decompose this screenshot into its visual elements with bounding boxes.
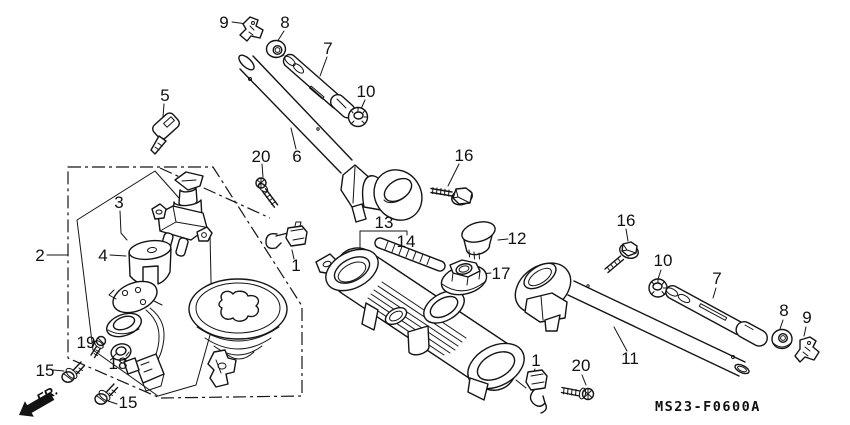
- callout-3: 3: [114, 193, 123, 212]
- stem-cap: [461, 221, 496, 260]
- right-handlebar-pipe: [514, 262, 750, 377]
- callout-9-left: 9: [219, 13, 228, 32]
- callout-11: 11: [621, 349, 639, 368]
- callout-13: 13: [375, 213, 394, 232]
- ignition-key: [150, 112, 180, 155]
- clip-18: [110, 343, 132, 361]
- callout-4: 4: [98, 246, 107, 265]
- wire-clamp-top: [239, 16, 264, 42]
- flange-bolt-left: [430, 187, 473, 206]
- diagram-code: MS23-F0600A: [655, 399, 761, 415]
- wire-clamp-1-right: [525, 369, 548, 414]
- dust-cover-dish: [188, 278, 288, 360]
- ignition-lock-assembly: [151, 171, 213, 257]
- bracket-under-dish: [207, 349, 237, 388]
- bridge-stem-post: [407, 325, 430, 356]
- switch-cover: [128, 239, 172, 285]
- callout-5: 5: [160, 86, 169, 105]
- end-weight-rod-right: [665, 285, 768, 347]
- callout-16-left: 16: [455, 146, 474, 165]
- switch-contact-base: [108, 280, 163, 314]
- callout-8-right: 8: [779, 301, 788, 320]
- star-nut-right: [648, 278, 668, 298]
- callout-18: 18: [109, 354, 128, 373]
- end-weight-rod-top: [282, 53, 356, 119]
- plate-14: [374, 237, 446, 272]
- star-nut-top: [347, 106, 369, 128]
- callout-10-right: 10: [654, 251, 673, 270]
- bridge-hatch-lines: [365, 281, 467, 356]
- screw-15-left: [61, 361, 86, 383]
- callout-20-left: 20: [252, 147, 271, 166]
- screw-15-bottom: [94, 383, 119, 405]
- callout-6: 6: [292, 147, 301, 166]
- callout-15-bottom: 15: [119, 393, 138, 412]
- left-handlebar-pipe: [238, 54, 423, 223]
- callout-15-left: 15: [36, 361, 55, 380]
- top-bridge: [315, 247, 527, 401]
- mount-ring-top: [265, 39, 287, 59]
- callout-2: 2: [35, 246, 44, 265]
- right-clamp-boss: [524, 292, 568, 323]
- switch-seat-ring: [106, 312, 142, 338]
- callout-1-right: 1: [531, 351, 540, 370]
- wire-clamp-1-left: [265, 221, 308, 250]
- switch-wire-and-connector: [123, 307, 165, 392]
- stem-nut: [440, 259, 488, 296]
- callout-14: 14: [397, 232, 416, 251]
- bolt-20-right: [560, 386, 595, 401]
- callout-7-right: 7: [712, 269, 721, 288]
- bolt-20-left: [255, 177, 279, 208]
- callout-9-right: 9: [802, 308, 811, 327]
- callout-17: 17: [492, 264, 511, 283]
- wire-clamp-right-9: [794, 336, 820, 363]
- callout-19: 19: [77, 333, 96, 352]
- bridge-right-tab: [467, 377, 489, 401]
- fr-direction-arrow: [19, 392, 55, 417]
- bridge-left-wing: [361, 302, 379, 331]
- callout-8-top: 8: [280, 13, 289, 32]
- mount-ring-right: [771, 328, 793, 350]
- screw-19: [90, 335, 107, 359]
- callout-labels: 9 8 7 10 5 20 6 16 3 2 4 1 13 14 12 17 1…: [34, 13, 812, 415]
- callout-12: 12: [508, 229, 527, 248]
- callout-16-right: 16: [617, 211, 636, 230]
- end-weight-cap-right: [735, 321, 768, 347]
- leader-lines: [46, 21, 807, 405]
- flange-bolt-right: [604, 241, 639, 274]
- callout-1-left: 1: [291, 256, 300, 275]
- switch-assembly-boundary-box: [67, 166, 303, 399]
- lock-subassembly-boundary-box: [76, 170, 213, 397]
- callout-20-right: 20: [572, 356, 591, 375]
- callout-7-top: 7: [323, 39, 332, 58]
- callout-10-top: 10: [357, 82, 376, 101]
